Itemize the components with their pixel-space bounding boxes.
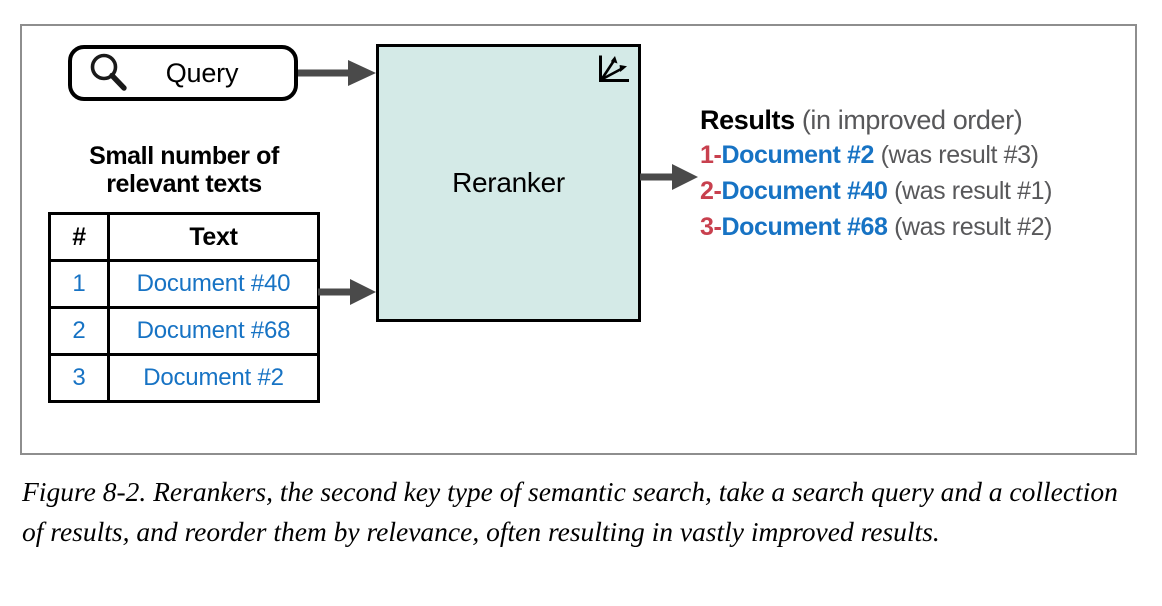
- table-header-row: # Text: [48, 212, 320, 262]
- row-text: Document #40: [107, 259, 320, 309]
- results-heading-muted: (in improved order): [794, 105, 1023, 135]
- results-heading: Results (in improved order): [700, 104, 1120, 137]
- figure-caption: Figure 8-2. Rerankers, the second key ty…: [22, 476, 1118, 548]
- table-row[interactable]: 1 Document #40: [48, 259, 320, 309]
- arrow-table-to-reranker: [318, 279, 376, 305]
- relevant-texts-table: # Text 1 Document #40 2 Document #68 3 D…: [48, 212, 320, 403]
- row-text: Document #2: [107, 353, 320, 403]
- result-note: (was result #2): [887, 212, 1053, 241]
- result-document: Document #40: [721, 176, 888, 205]
- arrow-reranker-to-results: [640, 164, 698, 190]
- table-row[interactable]: 2 Document #68: [48, 306, 320, 356]
- search-icon: [90, 53, 127, 91]
- results-block: Results (in improved order) 1-Document #…: [700, 104, 1120, 245]
- result-item[interactable]: 1-Document #2 (was result #3): [700, 137, 1120, 173]
- result-item[interactable]: 3-Document #68 (was result #2): [700, 209, 1120, 245]
- result-document: Document #68: [721, 212, 888, 241]
- row-number: 3: [48, 353, 110, 403]
- query-label: Query: [165, 57, 239, 88]
- arrow-query-to-reranker: [298, 60, 376, 86]
- result-rank: 2-: [700, 176, 722, 205]
- row-number: 2: [48, 306, 110, 356]
- result-note: (was result #3): [874, 140, 1039, 169]
- results-heading-strong: Results: [700, 105, 795, 135]
- result-item[interactable]: 2-Document #40 (was result #1): [700, 173, 1120, 209]
- reranker-box: Reranker: [376, 44, 641, 322]
- column-header-text: Text: [107, 212, 320, 262]
- axes-arrows-icon: [599, 55, 629, 82]
- result-document: Document #2: [721, 140, 875, 169]
- query-input-pill[interactable]: Query: [68, 45, 298, 101]
- result-note: (was result #1): [887, 176, 1053, 205]
- table-row[interactable]: 3 Document #2: [48, 353, 320, 403]
- result-rank: 1-: [700, 140, 722, 169]
- result-rank: 3-: [700, 212, 722, 241]
- column-header-number: #: [48, 212, 110, 262]
- relevant-texts-heading-line-1: Small number of: [89, 142, 279, 170]
- row-number: 1: [48, 259, 110, 309]
- relevant-texts-heading-line-2: relevant texts: [106, 170, 262, 199]
- relevant-texts-heading: Small number of relevant texts: [48, 142, 320, 199]
- row-text: Document #68: [107, 306, 320, 356]
- reranker-label: Reranker: [452, 167, 565, 198]
